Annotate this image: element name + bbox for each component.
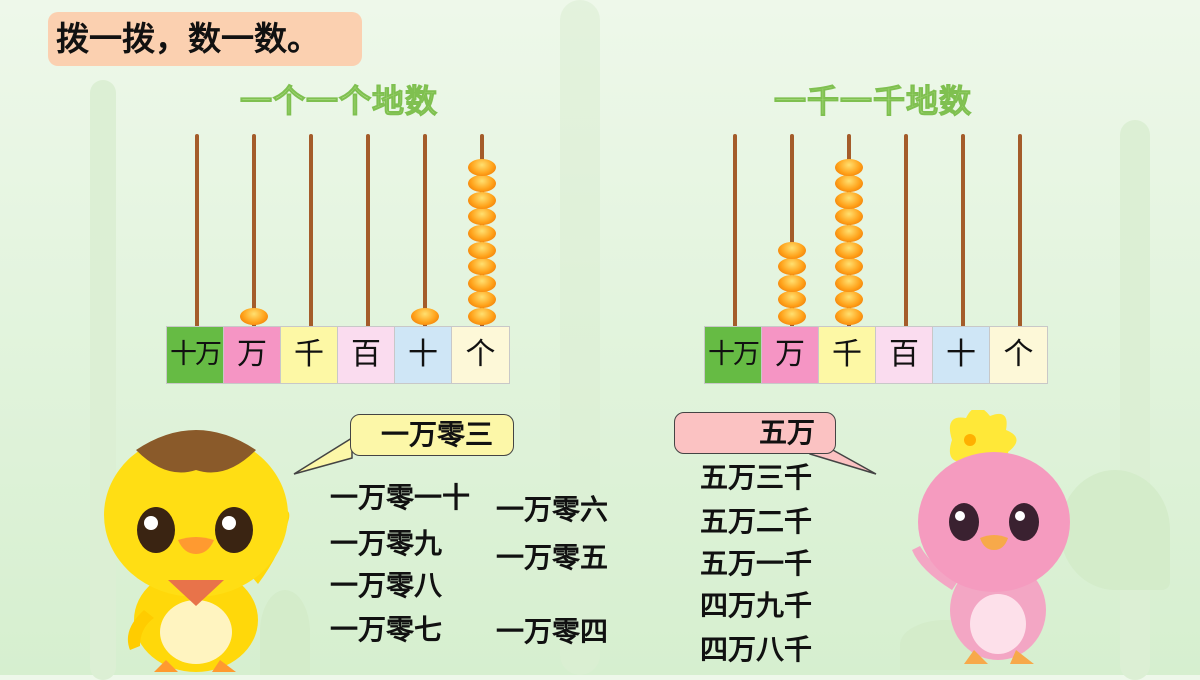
left-bubble-text: 一万零三 [380,418,493,451]
place-label: 万 [224,327,281,383]
abacus-bead[interactable] [834,191,863,209]
list-item: 五万一千 [700,547,813,580]
list-item: 五万三千 [700,461,813,494]
place-label: 百 [338,327,395,383]
left-abacus-title: 一个一个地数 [239,82,439,121]
bg-stem [90,80,116,680]
left-abacus[interactable]: 十万万千百十个 [166,130,516,386]
abacus-rod[interactable] [308,134,313,332]
abacus-bead[interactable] [834,208,863,226]
place-label: 个 [452,327,509,383]
abacus-rod[interactable] [732,134,737,332]
abacus-bead[interactable] [834,158,863,176]
place-label: 十 [933,327,990,383]
list-item: 一万零四 [496,615,609,648]
abacus-bead[interactable] [834,274,863,292]
abacus-rod[interactable] [789,134,794,332]
abacus-bead[interactable] [467,241,496,259]
place-label: 个 [990,327,1047,383]
abacus-bead[interactable] [834,258,863,276]
abacus-rod[interactable] [365,134,370,332]
list-item: 四万八千 [700,633,813,666]
bg-leaf [1060,470,1170,590]
list-item: 一万零六 [496,493,609,526]
abacus-bead[interactable] [410,308,439,325]
abacus-bead[interactable] [777,291,806,309]
right-speech-bubble: 五万 [674,412,836,454]
abacus-bead[interactable] [834,291,863,309]
bg-stem [1120,120,1150,680]
list-item: 五万二千 [700,505,813,538]
abacus-bead[interactable] [777,308,806,325]
right-abacus[interactable]: 十万万千百十个 [704,130,1054,386]
abacus-bead[interactable] [834,175,863,193]
place-label: 万 [762,327,819,383]
right-abacus-title: 一千一千地数 [773,82,973,121]
abacus-rod[interactable] [1017,134,1022,332]
place-label: 十万 [167,327,224,383]
abacus-bead[interactable] [467,291,496,309]
right-bubble-text: 五万 [758,416,815,449]
list-item: 四万九千 [700,589,813,622]
abacus-bead[interactable] [467,258,496,276]
place-label: 千 [819,327,876,383]
abacus-bead[interactable] [467,274,496,292]
page-title: 拨一拨，数一数。 [48,12,362,66]
abacus-rod[interactable] [903,134,908,332]
place-label: 十 [395,327,452,383]
abacus-rod[interactable] [422,134,427,332]
list-item: 一万零九 [330,527,443,560]
bg-stem [560,0,600,675]
list-item: 一万零八 [330,569,443,602]
list-item: 一万零五 [496,541,609,574]
place-value-labels: 十万万千百十个 [166,326,510,384]
abacus-bead[interactable] [239,308,268,325]
abacus-bead[interactable] [467,158,496,176]
abacus-bead[interactable] [467,175,496,193]
place-label: 百 [876,327,933,383]
abacus-rod[interactable] [251,134,256,332]
abacus-bead[interactable] [467,208,496,226]
abacus-bead[interactable] [467,225,496,242]
abacus-bead[interactable] [467,308,496,325]
list-item: 一万零七 [330,613,443,646]
place-value-labels: 十万万千百十个 [704,326,1048,384]
bg-leaf [260,590,310,675]
abacus-bead[interactable] [834,308,863,325]
abacus-rod[interactable] [194,134,199,332]
place-label: 十万 [705,327,762,383]
list-item: 一万零一十 [330,481,471,514]
abacus-bead[interactable] [467,191,496,209]
pink-bird-illustration [912,410,1070,664]
abacus-bead[interactable] [777,258,806,276]
left-speech-bubble: 一万零三 [350,414,514,456]
abacus-bead[interactable] [834,225,863,242]
place-label: 千 [281,327,338,383]
yellow-bird-illustration [104,430,290,672]
abacus-bead[interactable] [777,241,806,259]
abacus-rod[interactable] [960,134,965,332]
abacus-bead[interactable] [834,241,863,259]
abacus-bead[interactable] [777,274,806,292]
